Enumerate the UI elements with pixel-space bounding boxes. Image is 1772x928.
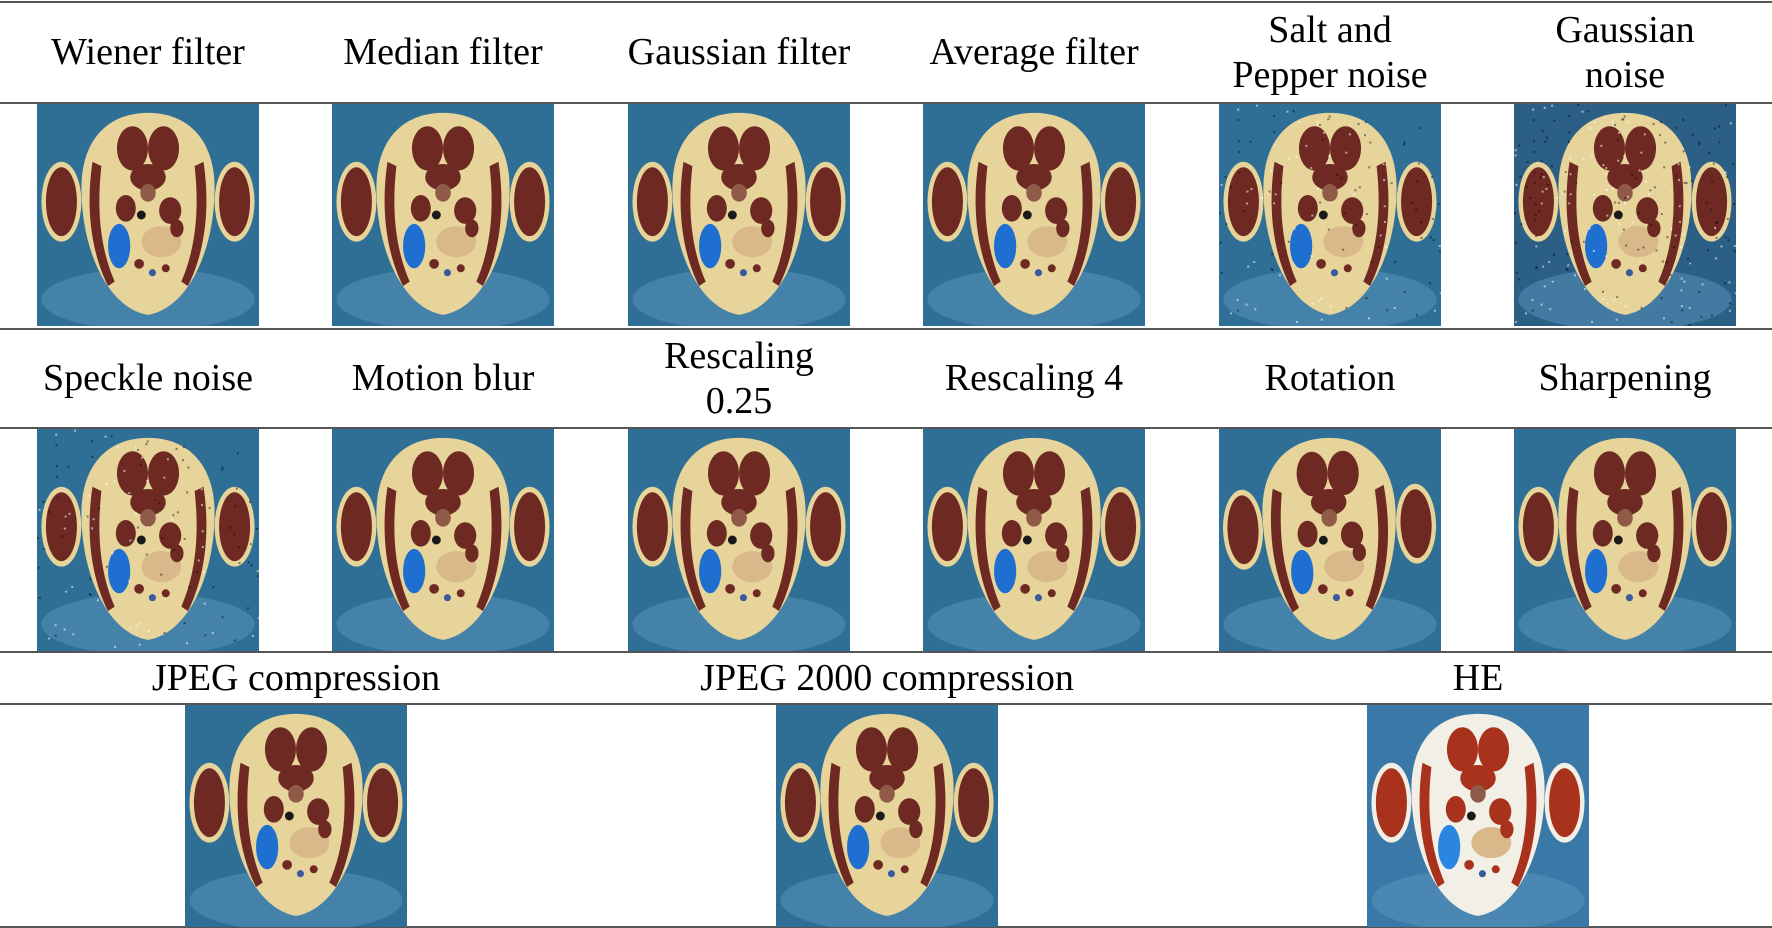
cell-label: HE	[1452, 656, 1504, 699]
cell-label: Median filter	[343, 31, 543, 74]
cell-label: Speckle noise	[42, 357, 253, 400]
scan-image	[185, 705, 407, 927]
cell-label: Gaussian noise	[1555, 9, 1695, 96]
scan-image	[37, 429, 259, 651]
scan-image	[332, 104, 554, 326]
cell-label: Motion blur	[351, 357, 535, 400]
scan-image	[1514, 429, 1736, 651]
scan-image	[628, 429, 850, 651]
scan-image	[1219, 429, 1441, 651]
scan-image	[1219, 104, 1441, 326]
cell-label: Sharpening	[1538, 357, 1712, 400]
scan-image	[332, 429, 554, 651]
cell-label: Gaussian filter	[627, 31, 851, 74]
scan-image	[923, 429, 1145, 651]
cell-label: Salt and Pepper noise	[1232, 9, 1428, 96]
cell-label: Wiener filter	[51, 31, 245, 74]
rule-bottom	[0, 926, 1772, 928]
scan-image	[776, 705, 998, 927]
rule-row1-images	[0, 328, 1772, 330]
cell-label: JPEG 2000 compression	[700, 656, 1074, 699]
rule-row1-label	[0, 102, 1772, 104]
cell-label: Rescaling 0.25	[664, 335, 814, 422]
rule-top	[0, 1, 1772, 3]
rule-row2-label	[0, 427, 1772, 429]
scan-image	[37, 104, 259, 326]
scan-image	[628, 104, 850, 326]
cell-label: Rotation	[1264, 357, 1396, 400]
cell-label: Rescaling 4	[944, 357, 1124, 400]
rule-row2-images	[0, 651, 1772, 653]
rule-row3-label	[0, 703, 1772, 705]
scan-image	[1367, 705, 1589, 927]
cell-label: JPEG compression	[151, 656, 441, 699]
scan-image	[923, 104, 1145, 326]
scan-image	[1514, 104, 1736, 326]
cell-label: Average filter	[929, 31, 1139, 74]
